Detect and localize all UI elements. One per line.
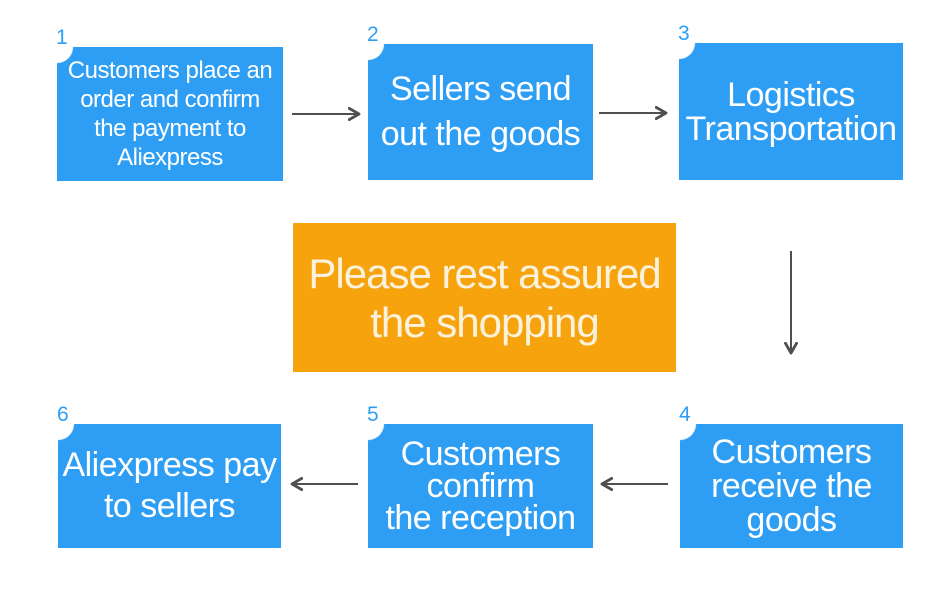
step-number-5: 5 — [367, 403, 379, 426]
step-text-5: Customers confirm the reception — [385, 435, 576, 537]
center-banner: Please rest assured the shopping — [293, 223, 676, 372]
step-box-4: 4 Customers receive the goods — [679, 404, 903, 548]
step-box-2: 2 Sellers send out the goods — [367, 24, 593, 180]
step-text-4: Customers receive the goods — [711, 433, 872, 539]
step-number-4: 4 — [679, 403, 691, 426]
step-box-5: 5 Customers confirm the reception — [367, 404, 593, 548]
step-text-1: Customers place an order and confirm the… — [67, 57, 273, 171]
step-number-2: 2 — [367, 23, 379, 46]
step-number-3: 3 — [678, 22, 690, 45]
step-number-6: 6 — [57, 403, 69, 426]
step-text-3: Logistics Transportation — [685, 75, 897, 148]
step-box-3: 3 Logistics Transportation — [678, 23, 903, 180]
step-text-2: Sellers send out the goods — [380, 70, 581, 153]
step-box-6: 6 Aliexpress pay to sellers — [57, 404, 281, 548]
center-banner-text: Please rest assured the shopping — [308, 249, 661, 346]
step-number-1: 1 — [56, 26, 68, 49]
step-box-1: 1 Customers place an order and confirm t… — [56, 27, 283, 181]
step-text-6: Aliexpress pay to sellers — [62, 446, 277, 525]
